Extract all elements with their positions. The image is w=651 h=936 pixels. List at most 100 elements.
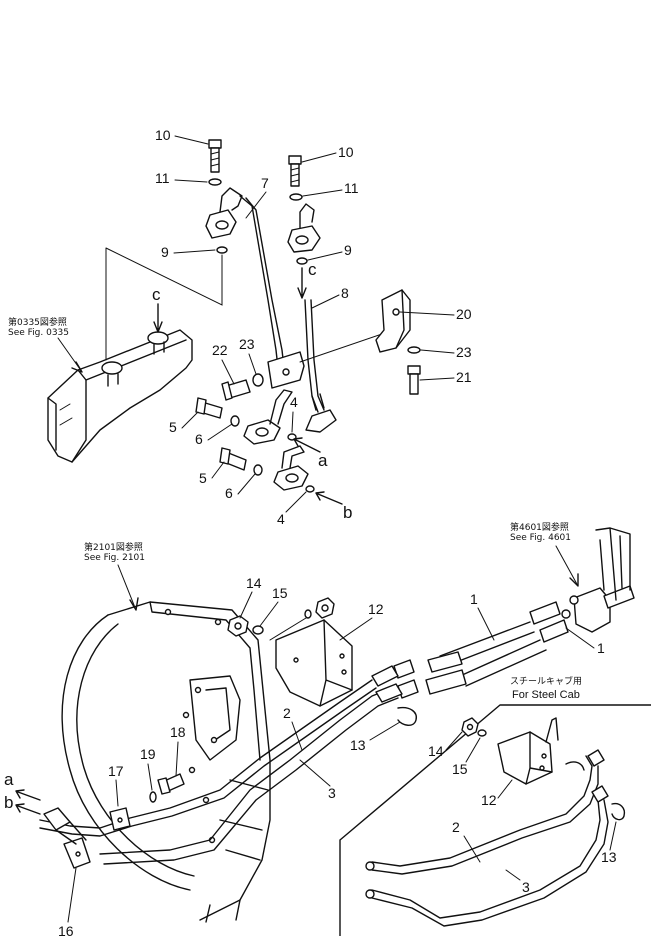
callout-7: 7 — [261, 175, 269, 191]
callout-18: 18 — [170, 724, 186, 740]
flow-letter-c-valve: c — [152, 285, 161, 304]
reference-fig-0335: 第0335図参照 See Fig. 0335 — [8, 316, 83, 373]
washer-small-top — [304, 609, 312, 619]
o-ring-4-lower — [305, 485, 315, 493]
washer-19 — [149, 791, 157, 803]
bolt-5-lower — [219, 447, 247, 471]
callout-5-lower: 5 — [199, 470, 207, 486]
washer-6-lower — [253, 464, 263, 476]
fig-2101-jp: 第2101図参照 — [84, 541, 143, 553]
steel-cab-en: For Steel Cab — [512, 689, 580, 701]
callout-9-left: 9 — [161, 244, 169, 260]
reference-fig-4601: 第4601図参照 See Fig. 4601 — [510, 521, 579, 587]
bracket-12-steel-cab — [497, 731, 553, 785]
leader-clamp-to-bracket — [299, 333, 383, 363]
bolt-10-left — [208, 139, 222, 173]
bolt-18 — [157, 773, 185, 795]
callout-3-steel-cab: 3 — [522, 879, 530, 895]
fig-2101-en: See Fig. 2101 — [84, 553, 145, 563]
callout-4-upper: 4 — [290, 394, 298, 410]
flow-letter-b-right: b — [343, 503, 352, 522]
fig-0335-jp: 第0335図参照 — [8, 316, 67, 328]
flow-letter-a-left: a — [4, 770, 14, 789]
pipes-2-3-steel-cab — [365, 749, 609, 927]
leader-valve-to-fitting — [105, 247, 223, 361]
bolt-21 — [407, 365, 421, 395]
flow-letter-b-left: b — [4, 793, 13, 812]
callouts: 10 11 7 9 10 11 9 8 20 23 21 22 23 4 5 6… — [58, 127, 617, 936]
pipe-7 — [239, 195, 279, 369]
callout-16: 16 — [58, 923, 74, 936]
washer-11-right — [289, 193, 303, 201]
callout-12-steel-cab: 12 — [481, 792, 497, 808]
callout-1-right: 1 — [597, 640, 605, 656]
callout-10-right: 10 — [338, 144, 354, 160]
callout-8: 8 — [341, 285, 349, 301]
elbow-fitting-left — [205, 187, 243, 239]
washer-23-right — [407, 346, 421, 354]
washer-6-upper — [230, 415, 240, 427]
bolt-10-right — [288, 155, 302, 187]
flange-lower — [273, 445, 309, 491]
clamp-13 — [397, 706, 417, 726]
flywheel-housing — [61, 601, 271, 923]
hose-1 — [425, 601, 569, 695]
flange-upper — [243, 389, 293, 445]
callout-15: 15 — [272, 585, 288, 601]
fig-4601-en: See Fig. 4601 — [510, 533, 571, 543]
callout-23-left: 23 — [239, 336, 255, 352]
bracket-12 — [275, 619, 353, 707]
callout-17: 17 — [108, 763, 124, 779]
callout-14: 14 — [246, 575, 262, 591]
bolt-5-upper — [195, 397, 223, 419]
nut-14-steel-cab — [461, 717, 479, 737]
reference-fig-2101: 第2101図参照 See Fig. 2101 — [84, 541, 145, 611]
callout-3: 3 — [328, 785, 336, 801]
washer-11-left — [208, 178, 222, 186]
callout-6-upper: 6 — [195, 431, 203, 447]
callout-2: 2 — [283, 705, 291, 721]
nut-top-right — [315, 597, 335, 619]
flow-arrow-b-right — [315, 491, 343, 505]
flow-arrow-c-pipe — [297, 267, 307, 299]
callout-10-left: 10 — [155, 127, 171, 143]
callout-4-lower: 4 — [277, 511, 285, 527]
flow-arrow-b-left — [15, 803, 41, 815]
callout-23-right: 23 — [456, 344, 472, 360]
steel-cab-jp: スチールキャブ用 — [510, 675, 582, 687]
washer-23-left — [252, 373, 264, 387]
flow-arrow-a-right — [293, 437, 321, 453]
callout-19: 19 — [140, 746, 156, 762]
washer-15-steel-cab — [477, 729, 487, 737]
callout-13: 13 — [350, 737, 366, 753]
washer-15 — [252, 625, 264, 635]
callout-11-right: 11 — [344, 180, 359, 196]
bolt-22 — [221, 379, 251, 401]
callout-20: 20 — [456, 306, 472, 322]
o-ring-9-left — [216, 246, 228, 254]
flow-arrow-a-left — [15, 789, 41, 801]
fig-4601-jp: 第4601図参照 — [510, 521, 569, 533]
plate-17 — [109, 807, 131, 831]
elbow-fitting-right — [287, 203, 321, 253]
o-ring-9-right — [296, 257, 308, 265]
nut-14 — [227, 615, 249, 637]
callout-6-lower: 6 — [225, 485, 233, 501]
valve-body — [47, 329, 193, 463]
callout-15-steel-cab: 15 — [452, 761, 468, 777]
callout-14-steel-cab: 14 — [428, 743, 444, 759]
valve-fig-4601 — [561, 527, 635, 633]
pipes-2-3 — [39, 665, 403, 865]
callout-5-upper: 5 — [169, 419, 177, 435]
flow-letter-c-pipe: c — [308, 260, 317, 279]
callout-22: 22 — [212, 342, 228, 358]
clip-16 — [43, 807, 91, 869]
callout-11-left: 11 — [155, 170, 170, 186]
callout-9-right: 9 — [344, 242, 352, 258]
callout-21: 21 — [456, 369, 472, 385]
clamp-13-steel-cab — [611, 802, 626, 821]
steel-cab-inset: スチールキャブ用 For Steel Cab — [339, 675, 651, 936]
callout-12: 12 — [368, 601, 384, 617]
pipe-clamp — [267, 351, 305, 389]
